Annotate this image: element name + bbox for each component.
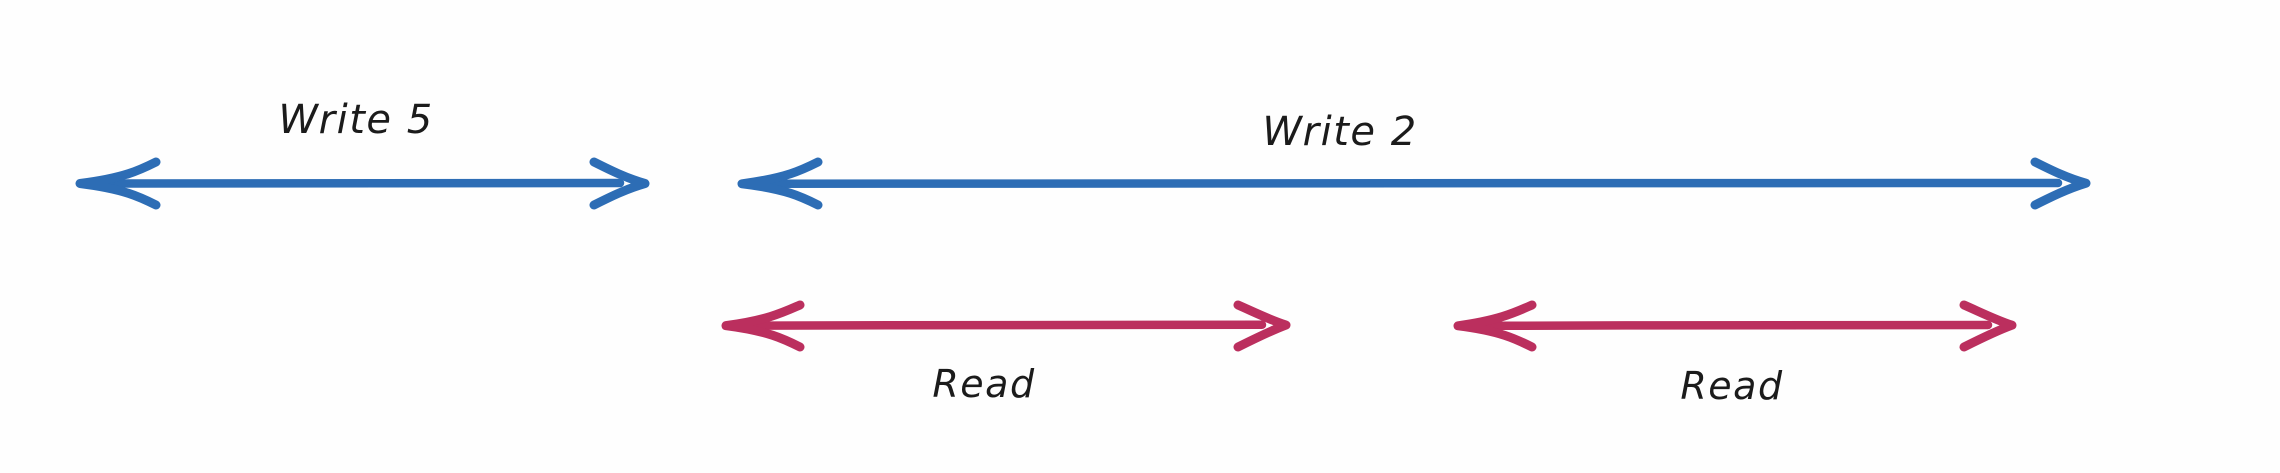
- read-2-arrow: [1453, 300, 2017, 352]
- write-2-arrowhead-right: [2030, 157, 2091, 210]
- write-5-shaft: [103, 178, 625, 188]
- write-2-arrowhead-left: [737, 157, 823, 210]
- write-2-label: Write 2: [1262, 109, 1418, 155]
- write-2-shaft: [765, 178, 2063, 189]
- write-5-arrow: [75, 157, 650, 210]
- read-2-arrowhead-right: [1959, 300, 2017, 352]
- read-2-shaft: [1481, 320, 1993, 331]
- read-1-label: Read: [932, 362, 1036, 406]
- read-1-arrowhead-left: [721, 300, 805, 352]
- write-2-arrow: [737, 157, 2091, 210]
- write-5-arrowhead-left: [75, 157, 161, 210]
- read-1-arrow: [721, 300, 1291, 352]
- read-2-label: Read: [1680, 364, 1784, 408]
- read-1-shaft: [749, 320, 1267, 330]
- read-1-arrowhead-right: [1233, 300, 1291, 352]
- write-5-label: Write 5: [278, 97, 434, 143]
- read-2-arrowhead-left: [1453, 300, 1537, 352]
- write-5-arrowhead-right: [589, 157, 650, 210]
